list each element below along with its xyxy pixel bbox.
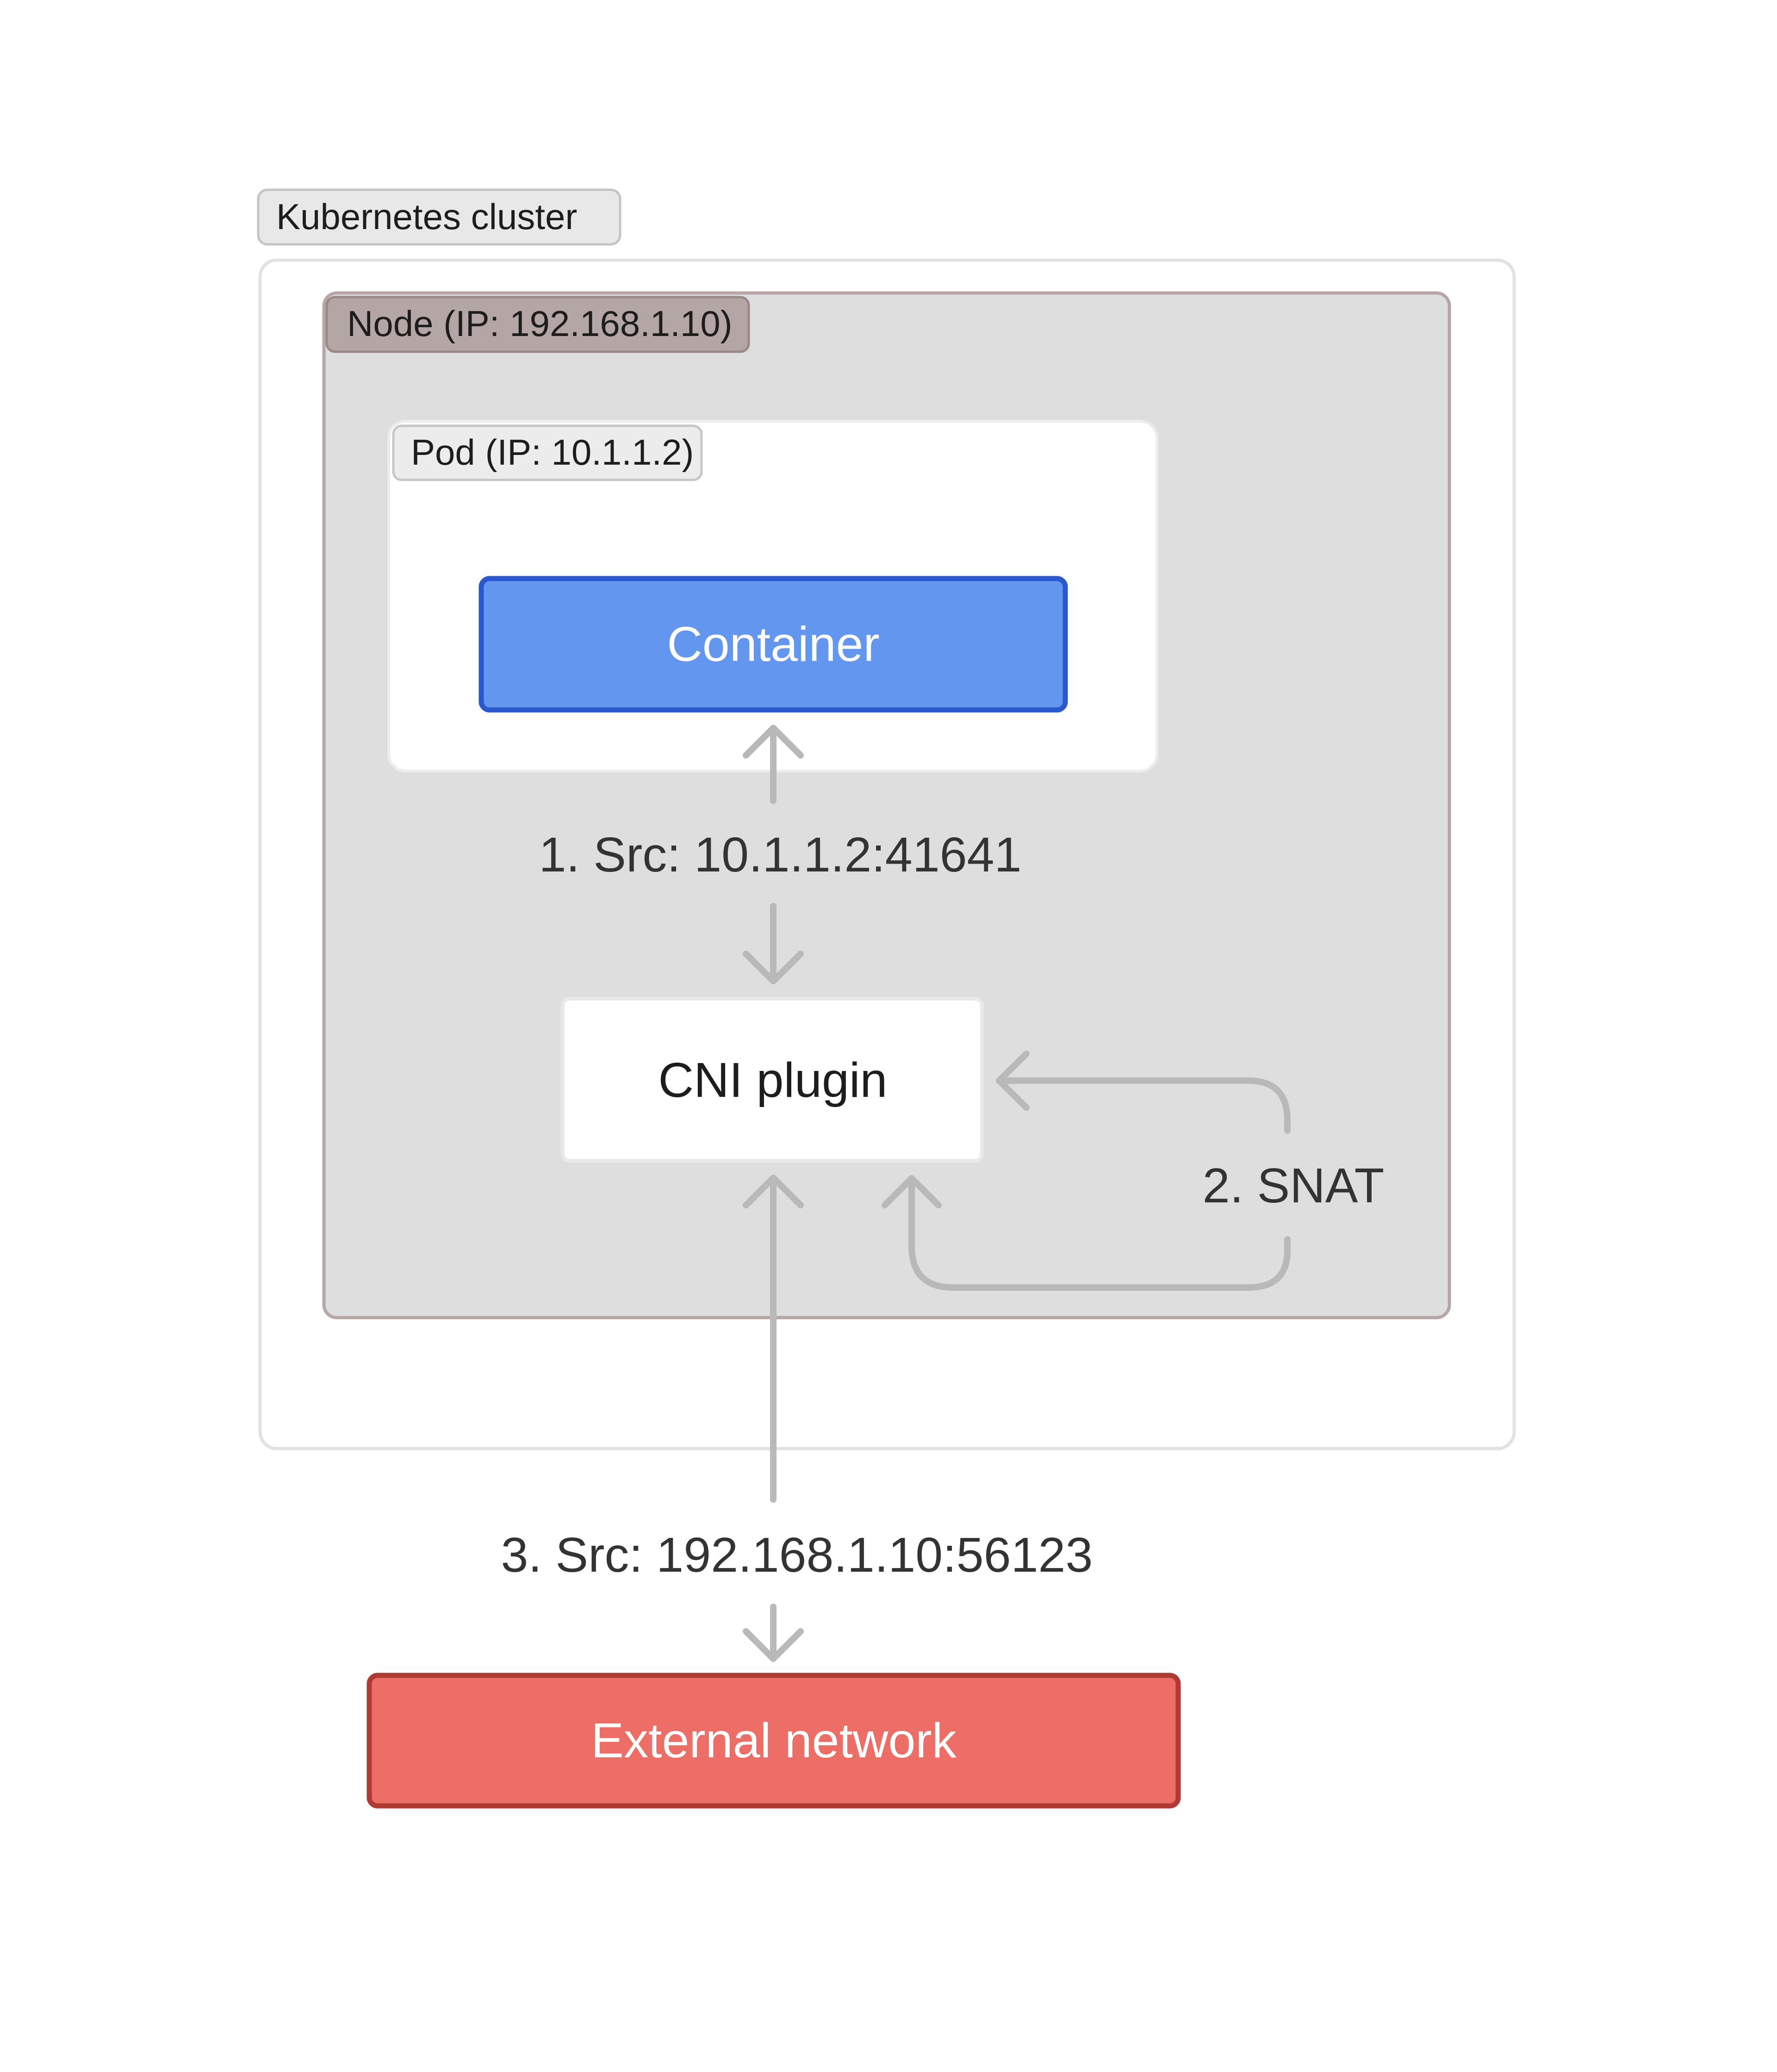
arrow-to-container: [743, 725, 804, 804]
snat-loop-arrow: [882, 1051, 1291, 1291]
arrow-to-cni: [743, 903, 804, 984]
cni-plugin-bg: [561, 997, 984, 1163]
pod-tag-bg: [392, 424, 703, 481]
step-1-label: 1. Src: 10.1.1.2:41641: [539, 828, 1021, 882]
container-bg: [478, 576, 1068, 713]
step-2-label: 2. SNAT: [1203, 1158, 1385, 1213]
cluster-tag-bg: [257, 188, 621, 246]
node-label: Node (IP: 192.168.1.10): [347, 303, 733, 344]
pod-tag: Pod (IP: 10.1.1.2): [392, 424, 703, 481]
external-network-bg: [367, 1673, 1181, 1809]
arrow-external-to-cni: [743, 1175, 804, 1503]
cluster-label: Kubernetes cluster: [276, 196, 577, 237]
arrow-to-external: [743, 1604, 804, 1662]
external-network-box: External network: [367, 1673, 1181, 1809]
step-3-label: 3. Src: 192.168.1.10:56123: [501, 1528, 1093, 1582]
cni-plugin-box: CNI plugin: [561, 997, 984, 1163]
container-box: Container: [478, 576, 1068, 713]
node-tag: Node (IP: 192.168.1.10): [325, 296, 750, 353]
container-label: Container: [667, 617, 880, 672]
external-network-label: External network: [591, 1713, 957, 1768]
pod-label: Pod (IP: 10.1.1.2): [411, 432, 694, 473]
node-tag-bg: [325, 296, 750, 353]
cluster-tag: Kubernetes cluster: [257, 188, 621, 246]
cni-plugin-label: CNI plugin: [659, 1053, 888, 1108]
